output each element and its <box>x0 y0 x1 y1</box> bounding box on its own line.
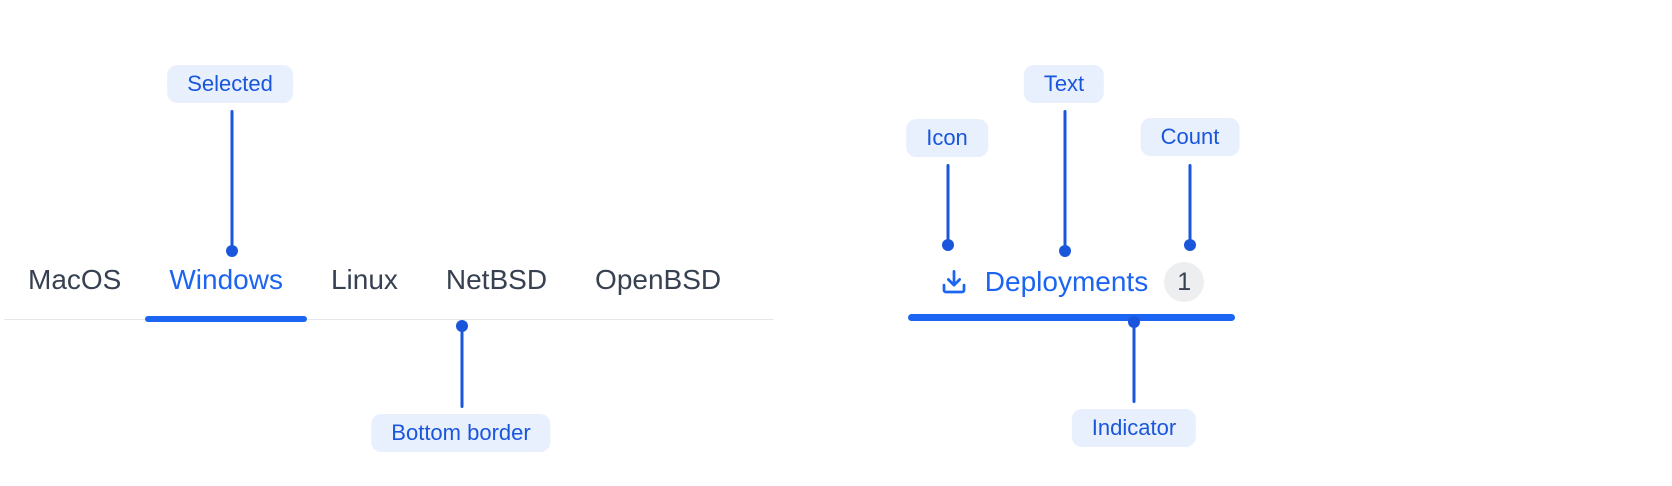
tab-list: MacOS Windows Linux NetBSD OpenBSD <box>4 247 774 322</box>
annotation-selected-line <box>230 110 234 246</box>
annotation-indicator-label: Indicator <box>1071 409 1197 447</box>
annotation-bottom-border-label: Bottom border <box>371 414 551 452</box>
tab-windows-selected[interactable]: Windows <box>145 247 307 322</box>
annotation-selected-dot <box>226 245 238 257</box>
tab-netbsd[interactable]: NetBSD <box>445 264 548 295</box>
annotation-icon-line <box>946 164 950 240</box>
tab-windows-label: Windows <box>169 264 283 295</box>
annotation-text-label: Text <box>1023 65 1105 103</box>
annotation-indicator-dot <box>1128 316 1140 328</box>
annotation-icon-dot <box>942 239 954 251</box>
tab-macos[interactable]: MacOS <box>28 264 122 295</box>
annotation-count-dot <box>1184 239 1196 251</box>
tab-bar: MacOS Windows Linux NetBSD OpenBSD <box>4 247 774 322</box>
annotation-bottom-border-dot <box>456 320 468 332</box>
tab-deployments[interactable]: Deployments 1 <box>908 257 1235 307</box>
selected-tab-underline <box>145 316 307 322</box>
tab-deployments-label: Deployments <box>984 266 1149 297</box>
annotation-count-label: Count <box>1140 118 1240 156</box>
tab-openbsd[interactable]: OpenBSD <box>595 264 722 295</box>
annotation-count-line <box>1188 164 1192 240</box>
annotation-text-line <box>1063 110 1067 246</box>
annotation-indicator-line <box>1132 327 1136 403</box>
annotation-icon-label: Icon <box>906 119 988 157</box>
count-badge: 1 <box>1164 262 1205 302</box>
download-icon <box>939 267 969 297</box>
annotation-selected-label: Selected <box>167 65 293 103</box>
active-tab-indicator <box>908 314 1235 321</box>
annotation-bottom-border-line <box>460 331 464 408</box>
tab-linux[interactable]: Linux <box>330 264 398 295</box>
annotation-text-dot <box>1059 245 1071 257</box>
